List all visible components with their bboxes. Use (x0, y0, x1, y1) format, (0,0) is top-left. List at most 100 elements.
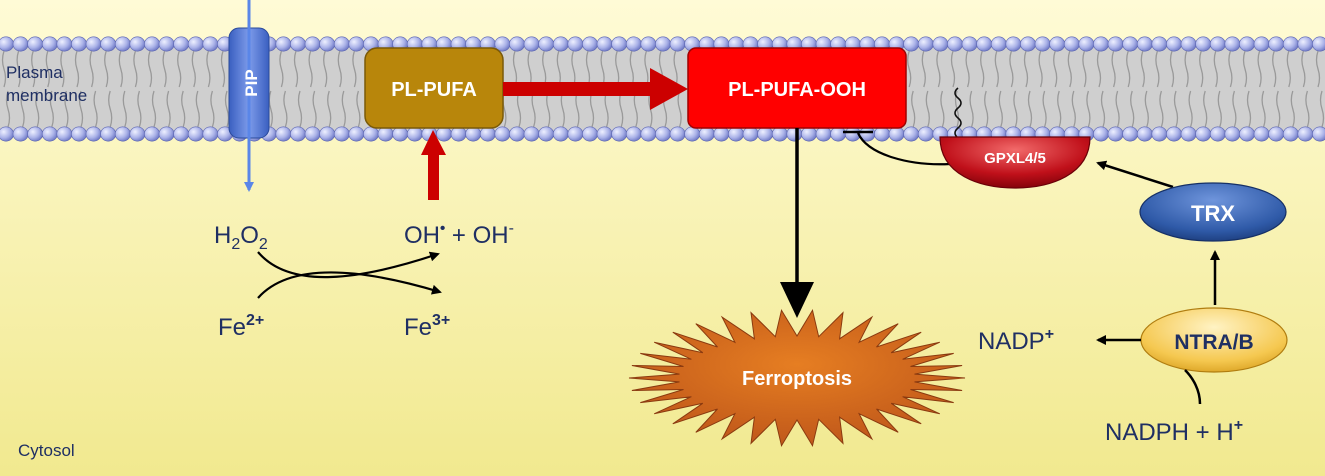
lipid-head (158, 36, 175, 52)
lipid-tail (297, 90, 303, 128)
lipid-head (669, 126, 686, 142)
lipid-head (1049, 36, 1066, 52)
lipid-head (567, 126, 584, 142)
lipid-head (1005, 36, 1022, 52)
lipid-head (1122, 126, 1139, 142)
lipid-head (1166, 126, 1182, 142)
lipid-tail (1184, 50, 1189, 88)
gpxl-label: GPXL4/5 (984, 150, 1046, 167)
lipid-head (976, 36, 993, 52)
lipid-head (582, 126, 598, 142)
lipid-head (625, 36, 642, 52)
lipid-head (874, 126, 890, 142)
lipid-head (655, 36, 671, 52)
lipid-tail (1169, 50, 1175, 88)
lipid-head (187, 36, 204, 52)
lipid-head (436, 126, 452, 142)
lipid-tail (118, 50, 123, 88)
lipid-tail (283, 90, 288, 128)
lipid-head (1107, 36, 1124, 52)
lipid-head (1093, 36, 1109, 52)
lipid-head (1268, 36, 1285, 52)
lipid-head (698, 126, 715, 142)
lipid-head (144, 36, 160, 52)
lipid-head (319, 126, 336, 142)
lipid-tail (137, 90, 142, 128)
lipid-tail (166, 90, 171, 128)
lipid-head (713, 126, 730, 142)
lipid-tail (1213, 50, 1218, 88)
membrane-label-line2: membrane (6, 86, 87, 105)
lipid-tail (542, 50, 547, 88)
lipid-tail (1013, 90, 1018, 128)
lipid-tail (60, 50, 65, 88)
lipid-tail (1, 50, 7, 88)
lipid-head (1239, 126, 1255, 142)
lipid-tail (293, 50, 299, 88)
lipid-head (494, 126, 511, 142)
lipid-tail (1246, 90, 1252, 128)
lipid-head (1253, 126, 1270, 142)
lipid-head (114, 126, 131, 142)
lipid-head (625, 126, 642, 142)
lipid-head (1180, 126, 1197, 142)
trx-to-gpxl-arrow (1096, 160, 1174, 189)
lipid-tail (546, 90, 551, 128)
lipid-tail (1009, 50, 1014, 88)
lipid-head (12, 126, 29, 142)
lipid-tail (589, 90, 595, 128)
lipid-head (333, 126, 350, 142)
lipid-head (100, 126, 117, 142)
lipid-head (85, 36, 102, 52)
lipid-tail (1111, 50, 1116, 88)
lipid-head (290, 36, 306, 52)
lipid-tail (629, 50, 634, 88)
lipid-tail (1301, 50, 1306, 88)
lipid-tail (527, 50, 532, 88)
lipid-tail (1115, 90, 1120, 128)
lipid-head (1312, 36, 1325, 52)
lipid-tail (604, 90, 609, 128)
lipid-tail (1228, 50, 1233, 88)
lipid-tail (585, 50, 591, 88)
lipid-head (830, 126, 847, 142)
lipid-tail (122, 90, 127, 128)
lipid-tail (950, 50, 956, 88)
ferroptosis-label: Ferroptosis (742, 368, 852, 390)
lipid-head (1312, 126, 1325, 142)
trx-enzyme (1139, 182, 1287, 242)
lipid-head (771, 126, 788, 142)
lipid-tail (921, 50, 926, 88)
lipid-tail (1261, 90, 1266, 128)
lipid-head (903, 36, 920, 52)
ferroptosis-arrow-head (780, 282, 814, 318)
lipid-head (202, 36, 219, 52)
lipid-head (1282, 36, 1299, 52)
lipid-tail (1315, 50, 1321, 88)
inhibition-line (856, 132, 951, 166)
lipid-head (377, 126, 394, 142)
lipid-head (596, 126, 613, 142)
lipid-head (1297, 36, 1314, 52)
lipid-tail (994, 50, 999, 88)
lipid-head (187, 126, 204, 142)
lipid-tail (31, 50, 36, 88)
lipid-tail (1286, 50, 1291, 88)
lipid-tail (673, 50, 678, 88)
nadp-label: NADP+ (978, 326, 1054, 355)
ntra-label: NTRA/B (1174, 331, 1253, 354)
lipid-tail (575, 90, 580, 128)
membrane-label-line1: Plasma (6, 63, 63, 82)
lipid-head (333, 36, 350, 52)
lipid-head (742, 126, 759, 142)
lipid-head (1122, 36, 1139, 52)
lipid-tail (512, 50, 518, 88)
nadph-input-curve (1184, 369, 1202, 405)
lipid-head (348, 36, 365, 52)
lipid-tail (940, 90, 945, 128)
ferroptosis-starburst (628, 308, 966, 448)
lipid-head (0, 36, 14, 52)
lipid-tail (1100, 90, 1106, 128)
lipid-tail (352, 50, 357, 88)
